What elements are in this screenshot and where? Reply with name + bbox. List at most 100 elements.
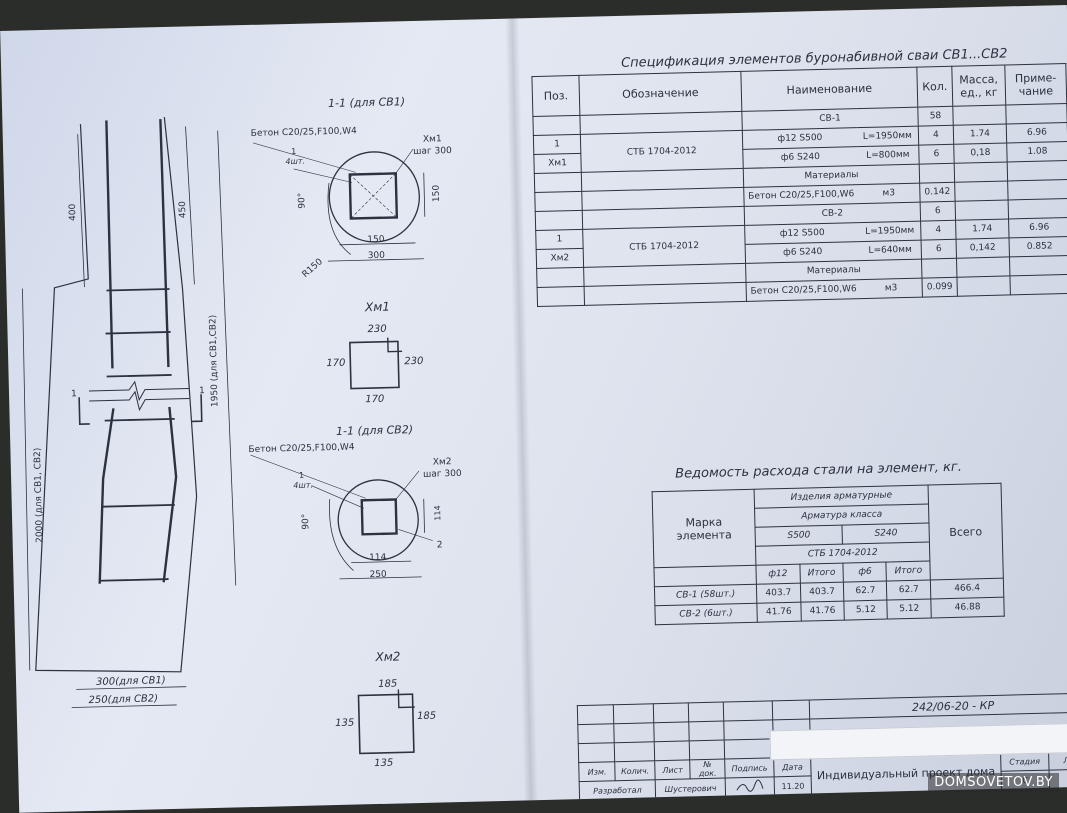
signature-mark <box>736 779 764 792</box>
stamp-role: Разработал <box>579 779 656 801</box>
cut-label-left: 1 <box>70 389 77 400</box>
spec-group-cb1-qty: 58 <box>917 106 954 127</box>
label-s1-xm: Хм1 <box>422 134 442 145</box>
stamp-col-doc: № док. <box>689 759 726 779</box>
label-s1-step: шаг 300 <box>413 146 452 157</box>
steel-h-s500: S500 <box>754 525 843 547</box>
steel-h-mark: Марка элемента <box>652 489 756 568</box>
spec-row4-qty: 6 <box>921 239 957 260</box>
label-s1-150h: 150 <box>367 234 385 246</box>
label-s1-150v: 150 <box>431 184 443 203</box>
spec-row1-len: L=1950мм <box>856 126 919 147</box>
steel-sub-f6: ф6 <box>843 562 887 583</box>
dim-450: 450 <box>177 200 189 219</box>
steel-h-total: Всего <box>928 483 1004 580</box>
xm2-bottom: 135 <box>374 757 394 770</box>
pile-outline <box>35 116 198 673</box>
spec-row1-pos: 1 <box>533 134 581 155</box>
spec-h-note: Приме- чание <box>1004 63 1067 105</box>
rebar-right <box>159 119 178 583</box>
xm2-title: Хм2 <box>375 649 401 665</box>
xm1-right: 230 <box>404 355 424 368</box>
spec-concrete1-qty: 0.142 <box>919 182 956 203</box>
spec-h-pos: Поз. <box>531 75 580 117</box>
label-s1-pcs: 4шт. <box>285 156 306 167</box>
spec-concrete2-qty: 0.099 <box>921 277 958 298</box>
spec-row1-mass: 1.74 <box>953 123 1007 145</box>
steel-row1-v1: 403.7 <box>799 582 845 603</box>
spec-table: Поз. Обозначение Наименование Кол. Масса… <box>531 63 1067 307</box>
spec-row2-pos: Хм1 <box>533 153 582 174</box>
spec-row2-qty: 6 <box>918 144 955 165</box>
steel-h-s240: S240 <box>842 522 930 545</box>
steel-sub-f12: ф12 <box>755 564 800 585</box>
spec-h-designation: Обозначение <box>578 71 742 116</box>
xm2-right: 185 <box>416 710 437 723</box>
spec-h-name: Наименование <box>740 67 918 112</box>
xm2-top: 185 <box>378 678 398 690</box>
dim-300: 300(для СВ1) <box>95 675 166 688</box>
steel-table: Марка элемента Изделия арматурные Всего … <box>652 483 1005 626</box>
label-s2-two: 2 <box>436 540 443 551</box>
stamp-col-sign: Подпись <box>724 757 775 779</box>
spec-row3-pos: 1 <box>535 229 584 250</box>
xm1-left: 170 <box>326 357 346 370</box>
steel-row2-mark: СВ-2 (6шт.) <box>654 603 758 625</box>
spec-row3-des: СТБ 1704-2012 <box>582 225 746 268</box>
xm2-left: 135 <box>335 717 355 730</box>
steel-row1-v0: 403.7 <box>756 583 801 604</box>
label-s1-one: 1 <box>291 146 297 156</box>
steel-row2-v1: 41.76 <box>800 601 845 622</box>
spec-row1-des: СТБ 1704-2012 <box>580 130 744 173</box>
spec-row3-qty: 4 <box>920 220 957 241</box>
spec-row3-len: L=1950мм <box>858 221 922 242</box>
stamp-col-sheet: Лист <box>654 759 691 780</box>
spec-row1-qty: 4 <box>918 125 954 146</box>
label-s2-xm: Хм2 <box>432 457 452 468</box>
steel-sub-total1: Итого <box>799 563 844 584</box>
label-s1-angle: 90° <box>297 192 308 209</box>
site-watermark: DOMSOVETOV.BY <box>928 773 1059 792</box>
label-s1-300: 300 <box>367 250 386 262</box>
spec-group-cb2-qty: 6 <box>920 201 956 222</box>
stamp-date: 11.20 <box>774 775 812 796</box>
spec-h-qty: Кол. <box>916 66 953 108</box>
spec-row2-mass: 0,18 <box>953 142 1008 164</box>
xm1-title: Хм1 <box>364 299 391 315</box>
spec-concrete2-unit: м3 <box>860 278 923 299</box>
spec-row2-len: L=800мм <box>856 145 920 166</box>
drawing-sheet: 1-1 (для СВ1) Бетон С20/25,F100,W4 1 4шт… <box>0 4 1067 813</box>
steel-row2-v2: 5.12 <box>844 600 888 621</box>
spec-row4-mass: 0,142 <box>956 237 1010 259</box>
title-block: 242/06-20 - КР Изм. Колич. Лист № док. П… <box>577 692 1067 801</box>
steel-row2-v0: 41.76 <box>756 602 801 623</box>
label-s2-114h: 114 <box>369 552 387 564</box>
steel-row2-total: 46.88 <box>930 597 1005 618</box>
steel-row1-v2: 62.7 <box>843 581 888 602</box>
label-s2-114v: 114 <box>433 505 443 521</box>
label-s2-pcs: 4шт. <box>293 480 314 491</box>
label-s2-angle: 90° <box>301 513 312 530</box>
steel-row1-mark: СВ-1 (58шт.) <box>654 584 757 606</box>
spec-row3-note: 6.96 <box>1008 217 1067 238</box>
spec-row3-mass: 1.74 <box>955 218 1010 240</box>
cut-label-right: 1 <box>198 386 205 397</box>
dim-250: 250(для СВ2) <box>88 693 159 707</box>
spec-row4-pos: Хм2 <box>536 248 584 269</box>
section2-title: 1-1 (для СВ2) <box>335 423 414 438</box>
spec-row1-note: 6.96 <box>1006 122 1067 143</box>
stamp-col-qty: Колич. <box>614 760 656 781</box>
spec-row4-len: L=640мм <box>859 240 922 261</box>
label-s2-one: 1 <box>298 470 305 480</box>
xm1-bottom: 170 <box>365 393 385 406</box>
spec-h-mass: Масса, ед., кг <box>951 64 1006 107</box>
spec-row4-note: 0.852 <box>1009 236 1067 257</box>
rebar-left <box>98 120 115 584</box>
steel-row1-v3: 62.7 <box>886 579 931 601</box>
spec-concrete1-unit: м3 <box>857 183 921 204</box>
steel-sub-total2: Итого <box>886 560 931 582</box>
spec-row2-note: 1.08 <box>1006 141 1067 162</box>
xm1-top: 230 <box>367 323 387 336</box>
steel-row1-total: 466.4 <box>930 578 1004 599</box>
stamp-signature <box>725 776 775 798</box>
